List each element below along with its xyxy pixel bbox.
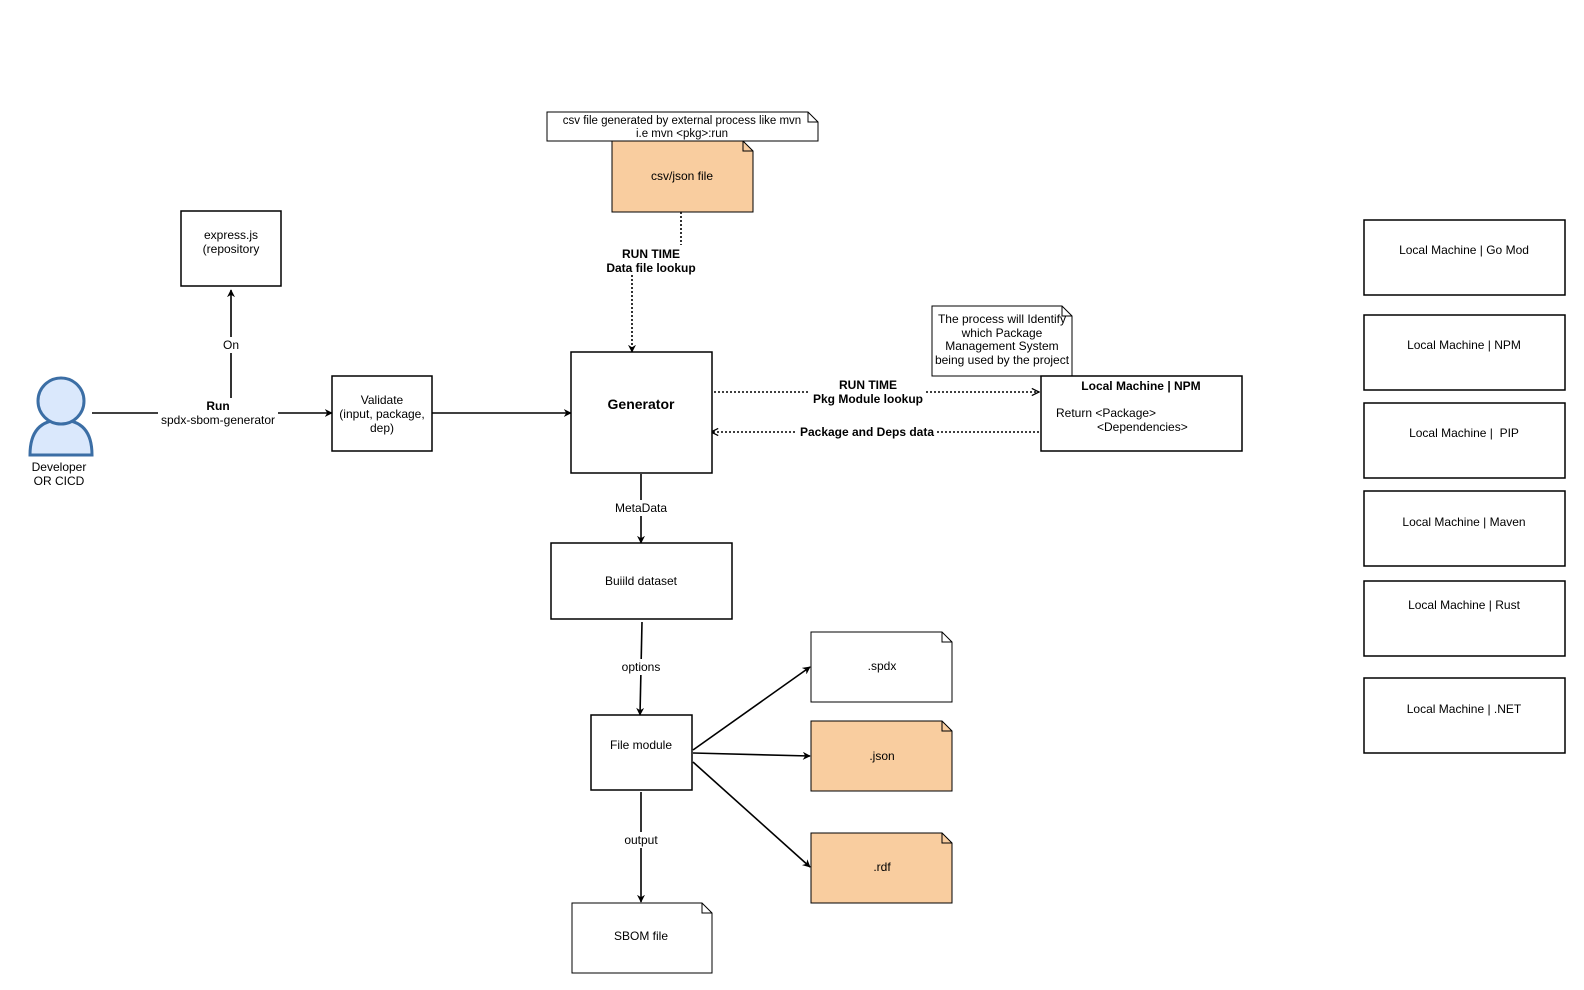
validate-box: Validate (input, package, dep) [331, 375, 433, 452]
local-machine-dotnet-label: Local Machine | .NET [1407, 702, 1522, 716]
label-run: Run [206, 399, 229, 413]
file-module-box: File module [590, 714, 693, 791]
process-note-line2: which Package [961, 326, 1043, 340]
label-runtime-data: RUN TIME [622, 247, 680, 261]
csv-note: csv file generated by external process l… [546, 111, 819, 142]
csv-note-line1: csv file generated by external process l… [563, 115, 801, 127]
sbom-file-label: SBOM file [614, 929, 668, 943]
label-runtime-pkg: RUN TIME [839, 378, 897, 392]
label-run-command: spdx-sbom-generator [161, 413, 275, 427]
build-dataset-label: Buiild dataset [605, 574, 678, 588]
actor-developer: Developer OR CICD [28, 376, 94, 488]
express-repository-box: express.js (repository [180, 210, 282, 287]
local-machine-rust: Local Machine | Rust [1363, 580, 1566, 657]
validate-label-line3: dep) [370, 421, 394, 435]
file-module-label: File module [610, 738, 672, 752]
edge-csv-generator [628, 212, 682, 353]
local-machine-npm: Local Machine | NPM [1363, 314, 1566, 391]
edge-filemodule-json [692, 751, 811, 760]
process-note-line3: Management System [945, 339, 1058, 353]
csv-note-line2: i.e mvn <pkg>:run [636, 128, 728, 140]
local-machine-list: Local Machine | Go Mod Local Machine | N… [1363, 219, 1566, 754]
generator-label: Generator [608, 396, 675, 412]
edge-filemodule-rdf [692, 761, 811, 868]
label-package-deps: Package and Deps data [800, 425, 934, 439]
label-on: On [223, 338, 239, 352]
process-note-line4: being used by the project [935, 353, 1070, 367]
build-dataset-box: Buiild dataset [550, 542, 733, 620]
edge-labels: On Run spdx-sbom-generator RUN TIME Data… [158, 245, 937, 848]
json-file: .json [810, 720, 953, 792]
actor-label-line1: Developer [32, 460, 87, 474]
csv-json-file: csv/json file [611, 140, 754, 213]
csv-file-label: csv/json file [651, 169, 713, 183]
local-machine-rust-label: Local Machine | Rust [1408, 598, 1521, 612]
process-note: The process will Identify which Package … [931, 305, 1073, 377]
label-options: options [622, 660, 661, 674]
label-pkg-module-lookup: Pkg Module lookup [813, 392, 923, 406]
sbom-file: SBOM file [571, 902, 713, 974]
process-note-line1: The process will Identify [938, 312, 1066, 326]
local-machine-pip-label: Local Machine | PIP [1409, 426, 1519, 440]
local-machine-maven: Local Machine | Maven [1363, 490, 1566, 567]
actor-label-line2: OR CICD [34, 474, 85, 488]
express-label-line1: express.js [204, 228, 258, 242]
local-machine-go-mod: Local Machine | Go Mod [1363, 219, 1566, 296]
label-metadata: MetaData [615, 501, 667, 515]
npm-box-title: Local Machine | NPM [1081, 379, 1200, 393]
validate-label-line1: Validate [361, 393, 404, 407]
validate-label-line2: (input, package, [339, 407, 424, 421]
local-machine-maven-label: Local Machine | Maven [1402, 515, 1525, 529]
local-machine-npm-label: Local Machine | NPM [1407, 338, 1521, 352]
spdx-file: .spdx [810, 631, 953, 703]
label-output: output [624, 833, 658, 847]
local-machine-npm-box: Local Machine | NPM Return <Package> <De… [1040, 375, 1243, 452]
rdf-file: .rdf [810, 832, 953, 904]
json-file-label: .json [869, 749, 894, 763]
generator-box: Generator [570, 351, 713, 474]
local-machine-go-mod-label: Local Machine | Go Mod [1399, 243, 1529, 257]
npm-box-line2: <Dependencies> [1097, 420, 1188, 434]
person-icon [28, 376, 94, 457]
npm-box-line1: Return <Package> [1056, 406, 1156, 420]
express-label-line2: (repository [203, 242, 260, 256]
spdx-file-label: .spdx [868, 659, 897, 673]
local-machine-pip: Local Machine | PIP [1363, 402, 1566, 479]
label-data-file-lookup: Data file lookup [606, 261, 695, 275]
edge-filemodule-spdx [692, 666, 811, 751]
local-machine-dotnet: Local Machine | .NET [1363, 677, 1566, 754]
rdf-file-label: .rdf [873, 860, 891, 874]
